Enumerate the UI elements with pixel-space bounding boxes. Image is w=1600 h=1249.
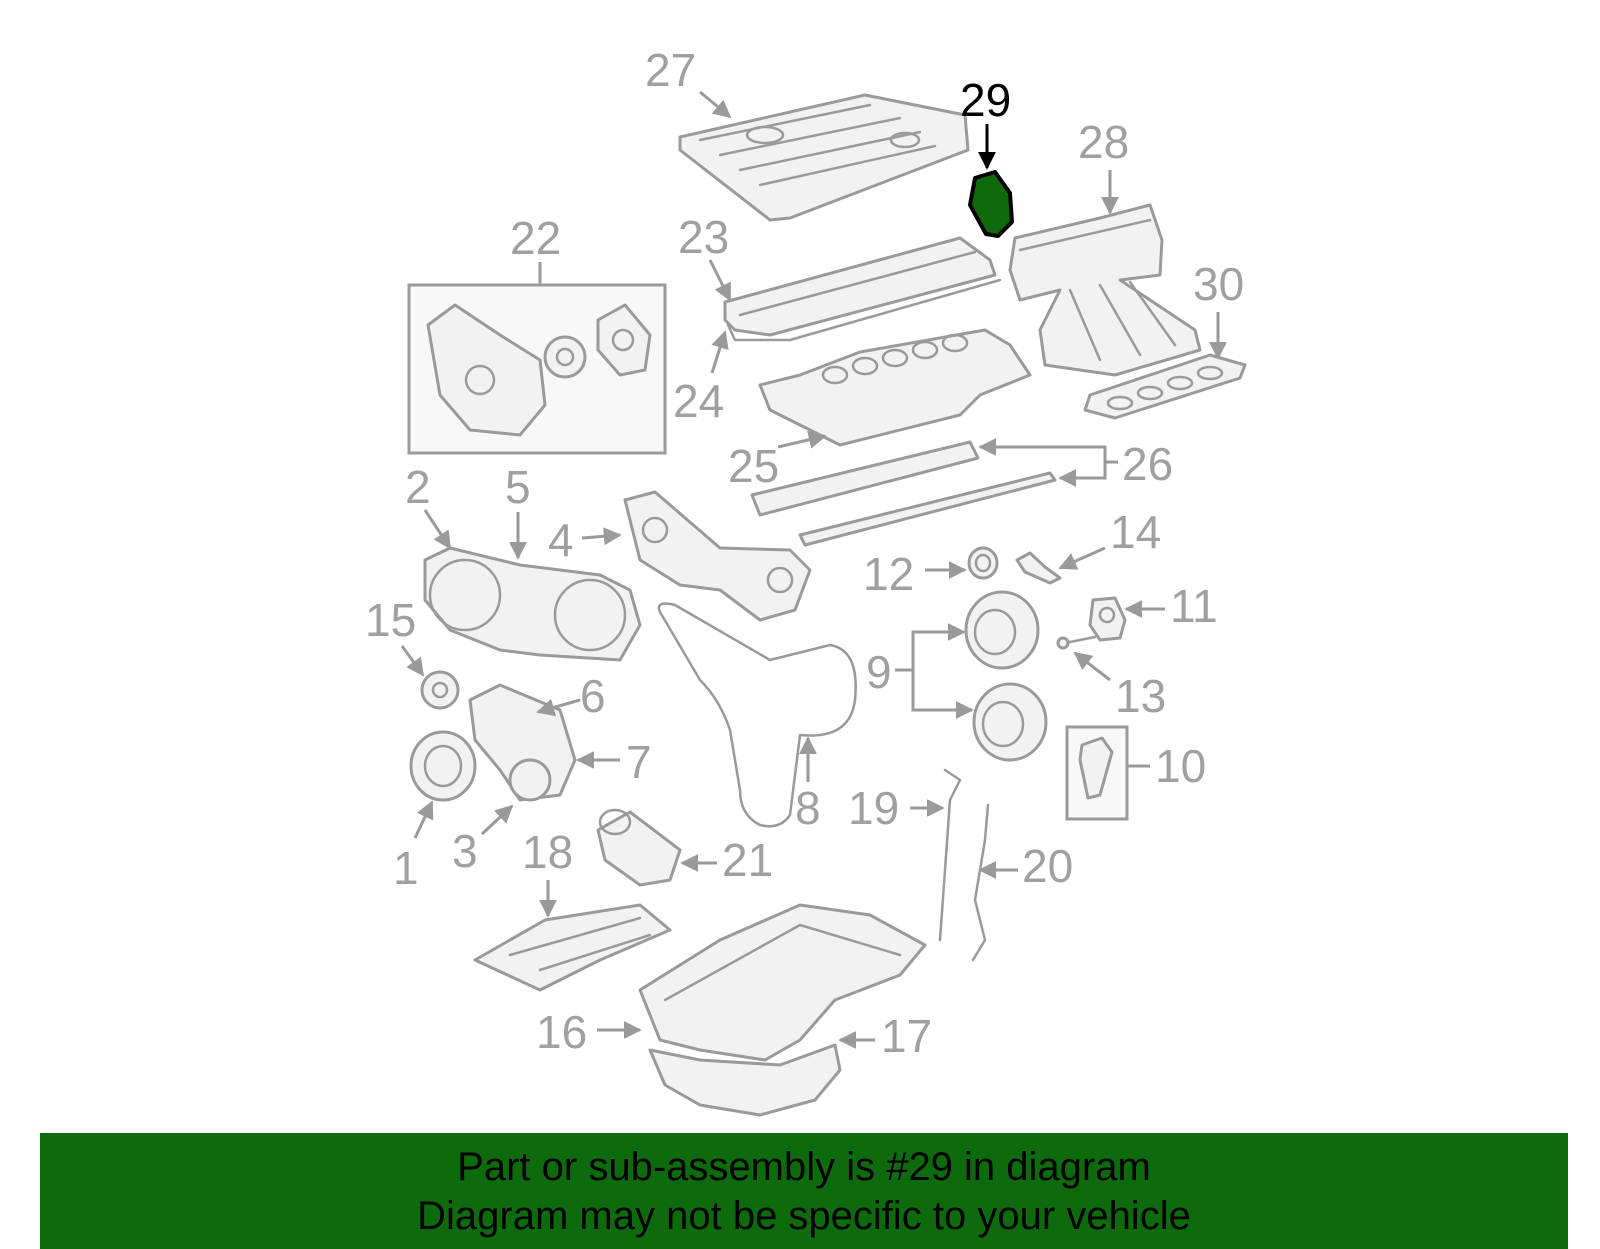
leader-14 xyxy=(1058,546,1106,570)
leader-4 xyxy=(581,527,622,546)
label-15[interactable]: 15 xyxy=(365,594,416,646)
label-4[interactable]: 4 xyxy=(548,514,574,566)
part-1-crankshaft-pulley[interactable] xyxy=(409,730,477,802)
leader-27 xyxy=(699,90,732,119)
part-2-timing-cover-upper[interactable] xyxy=(423,546,642,662)
part-11-tensioner[interactable] xyxy=(1088,596,1127,642)
part-28-intake-plenum[interactable] xyxy=(1008,203,1202,377)
label-16[interactable]: 16 xyxy=(536,1006,587,1058)
part-26-intake-gaskets[interactable] xyxy=(750,440,1057,547)
label-19[interactable]: 19 xyxy=(848,782,899,834)
label-22[interactable]: 22 xyxy=(510,212,561,264)
label-21[interactable]: 21 xyxy=(722,834,773,886)
leader-26a xyxy=(978,438,1118,464)
part-24-seal[interactable] xyxy=(726,278,1002,342)
info-banner: Part or sub-assembly is #29 in diagram D… xyxy=(40,1133,1568,1249)
label-13[interactable]: 13 xyxy=(1115,670,1166,722)
part-29-highlighted-gasket[interactable] xyxy=(968,170,1014,238)
label-27[interactable]: 27 xyxy=(645,44,696,96)
part-27-engine-cover[interactable] xyxy=(678,93,970,222)
label-26[interactable]: 26 xyxy=(1122,438,1173,490)
leader-3 xyxy=(480,804,514,836)
label-8[interactable]: 8 xyxy=(795,782,821,834)
label-10[interactable]: 10 xyxy=(1155,740,1206,792)
part-4-timing-cover-rear[interactable] xyxy=(623,490,812,622)
label-11[interactable]: 11 xyxy=(1170,580,1218,632)
part-19-dipstick[interactable] xyxy=(938,768,962,942)
label-1[interactable]: 1 xyxy=(393,842,419,894)
label-7[interactable]: 7 xyxy=(626,736,652,788)
leader-25 xyxy=(777,430,827,449)
leader-24 xyxy=(710,330,729,374)
part-8-timing-belt[interactable] xyxy=(657,602,857,828)
leader-6 xyxy=(536,698,581,717)
leader-13 xyxy=(1073,651,1111,682)
label-18[interactable]: 18 xyxy=(522,826,573,878)
label-28[interactable]: 28 xyxy=(1078,116,1129,168)
label-17[interactable]: 17 xyxy=(881,1010,932,1062)
leader-2 xyxy=(423,509,452,550)
part-12-seal[interactable] xyxy=(967,546,999,580)
label-5[interactable]: 5 xyxy=(505,461,531,513)
leader-26b xyxy=(1058,462,1107,487)
banner-line-2: Diagram may not be specific to your vehi… xyxy=(417,1194,1191,1238)
label-29[interactable]: 29 xyxy=(960,74,1011,126)
label-30[interactable]: 30 xyxy=(1193,258,1244,310)
label-6[interactable]: 6 xyxy=(580,670,606,722)
part-25-intake-manifold[interactable] xyxy=(758,328,1032,447)
label-12[interactable]: 12 xyxy=(863,548,914,600)
label-20[interactable]: 20 xyxy=(1022,840,1073,892)
leader-9a xyxy=(895,623,966,672)
leader-1 xyxy=(413,800,434,839)
label-25[interactable]: 25 xyxy=(728,440,779,492)
banner-line-1: Part or sub-assembly is #29 in diagram xyxy=(457,1145,1151,1189)
part-16-oil-pan-upper[interactable] xyxy=(638,903,927,1062)
label-14[interactable]: 14 xyxy=(1110,506,1161,558)
label-2[interactable]: 2 xyxy=(405,461,431,513)
leader-23 xyxy=(708,259,732,302)
part-13-bolt[interactable] xyxy=(1056,635,1097,650)
part-14-bracket[interactable] xyxy=(1015,551,1062,585)
part-6-timing-cover-lower[interactable] xyxy=(468,683,577,802)
part-10-oil-pressure-sender[interactable] xyxy=(1065,725,1129,821)
part-17-oil-pan-lower[interactable] xyxy=(648,1043,842,1117)
part-18-oil-baffle[interactable] xyxy=(473,903,672,992)
part-22-timing-gasket-kit[interactable] xyxy=(407,283,667,455)
part-23-valve-cover-gasket[interactable] xyxy=(723,236,997,337)
part-20-dipstick-tube[interactable] xyxy=(971,803,990,962)
part-15-idler-pulley[interactable] xyxy=(420,670,460,710)
part-21-oil-filter[interactable] xyxy=(596,808,682,887)
part-9-camshaft-pulleys[interactable] xyxy=(964,590,1048,762)
leader-15 xyxy=(400,645,425,677)
label-24[interactable]: 24 xyxy=(673,375,724,427)
leader-9b xyxy=(911,670,974,719)
label-23[interactable]: 23 xyxy=(678,211,729,263)
label-3[interactable]: 3 xyxy=(452,825,478,877)
label-9[interactable]: 9 xyxy=(866,646,892,698)
